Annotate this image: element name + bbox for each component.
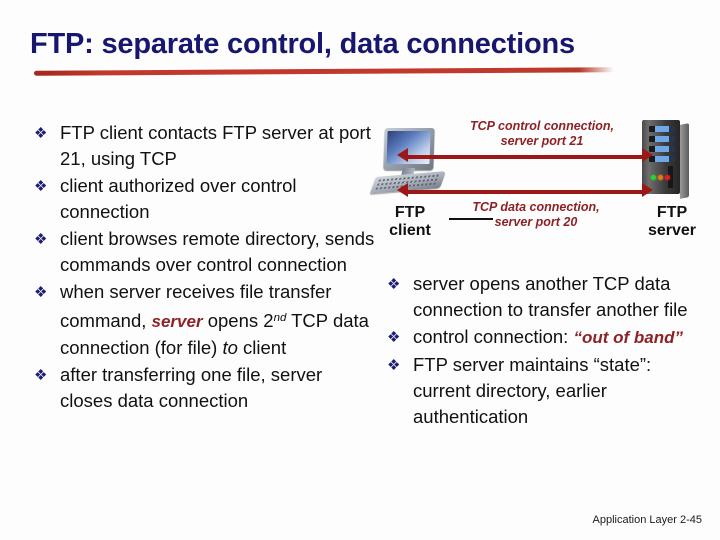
left-bullet-text-part: opens 2 xyxy=(202,309,274,331)
left-bullet-item: ❖ when server receives file transfer comm… xyxy=(30,279,378,361)
arrow-head-right-data xyxy=(642,183,653,197)
right-bullet-text-part: control connection: xyxy=(413,326,574,347)
left-bullet-text: FTP client contacts FTP server at port 2… xyxy=(60,122,371,169)
control-connection-arrow xyxy=(408,155,644,159)
left-bullet-text: after transferring one file, server clos… xyxy=(60,364,322,411)
data-connection-label-line2: server port 20 xyxy=(494,215,578,229)
slide-footer: Application Layer 2-45 xyxy=(592,514,702,526)
server-drive-bay xyxy=(649,146,675,152)
bullet-diamond-icon: ❖ xyxy=(34,231,48,248)
ftp-client-label-line1: FTP xyxy=(394,204,426,221)
right-bullet-text-part: FTP server maintains “state”: current di… xyxy=(413,354,652,427)
arrow-head-right-control xyxy=(642,148,653,162)
monitor-frame xyxy=(383,128,435,170)
monitor-screen xyxy=(386,131,431,164)
left-bullet-text: client browses remote directory, sends c… xyxy=(60,228,374,275)
left-bullet-text: client authorized over control connectio… xyxy=(60,175,297,222)
ftp-server-label-line2: server xyxy=(647,222,697,239)
left-bullet-text: when server receives file transfer comma… xyxy=(60,281,369,358)
left-bullet-text-part: client authorized over control connectio… xyxy=(60,175,297,222)
bullet-diamond-icon: ❖ xyxy=(34,125,48,142)
left-bullet-list: ❖ FTP client contacts FTP server at port … xyxy=(30,120,378,415)
right-bullet-text-part: “out of band” xyxy=(573,328,683,347)
bullet-diamond-icon: ❖ xyxy=(387,357,401,374)
left-bullet-text-part: client browses remote directory, sends c… xyxy=(60,228,375,275)
server-chassis xyxy=(642,120,680,194)
data-connection-label: TCP data connection, server port 20 xyxy=(436,200,636,230)
left-bullet-item: ❖ client browses remote directory, sends … xyxy=(30,226,378,278)
bullet-diamond-icon: ❖ xyxy=(34,178,48,195)
right-bullet-text: FTP server maintains “state”: current di… xyxy=(413,354,651,427)
left-bullet-item: ❖ after transferring one file, server clo… xyxy=(30,362,378,414)
arrow-head-left-data xyxy=(397,183,408,197)
ftp-client-label-line2: client xyxy=(389,222,431,239)
left-bullet-text-part: FTP client contacts FTP server at port 2… xyxy=(60,122,371,169)
control-connection-label: TCP control connection, server port 21 xyxy=(442,119,642,149)
right-bullet-item: ❖ FTP server maintains “state”: current d… xyxy=(383,352,688,430)
arrow-head-left-control xyxy=(397,148,408,162)
title-underline-rule xyxy=(33,67,615,76)
left-bullet-text-part: client xyxy=(237,336,287,358)
left-bullet-text-part: when server receives file transfer comma… xyxy=(60,281,332,331)
status-led-green xyxy=(651,175,656,180)
server-drive-bay xyxy=(649,156,675,162)
data-label-underline-rule xyxy=(449,218,493,220)
data-connection-arrow xyxy=(408,190,644,194)
ftp-server-label: FTP server xyxy=(634,204,710,240)
left-bullet-item: ❖ client authorized over control connecti… xyxy=(30,173,378,225)
bullet-diamond-icon: ❖ xyxy=(387,329,401,346)
bullet-diamond-icon: ❖ xyxy=(387,276,401,293)
server-drive-bay xyxy=(649,126,675,132)
bullet-diamond-icon: ❖ xyxy=(34,284,48,301)
control-connection-label-line2: server port 21 xyxy=(500,134,584,148)
bullet-diamond-icon: ❖ xyxy=(34,366,48,384)
data-connection-label-line1: TCP data connection, xyxy=(472,200,600,214)
right-bullet-text-part: server opens another TCP data connection… xyxy=(413,273,688,320)
right-bullet-item: ❖ server opens another TCP data connectio… xyxy=(383,271,688,323)
ftp-server-label-line1: FTP xyxy=(656,204,688,221)
control-connection-label-line1: TCP control connection, xyxy=(470,119,614,133)
server-drive-bay xyxy=(649,136,675,142)
left-bullet-text-part: to xyxy=(222,336,238,358)
right-bullet-item: ❖ control connection: “out of band” xyxy=(383,324,688,351)
left-bullet-text-part: after transferring one file, server clos… xyxy=(60,363,323,411)
right-bullet-text: control connection: “out of band” xyxy=(413,326,683,347)
left-bullet-item: ❖ FTP client contacts FTP server at port … xyxy=(30,120,378,172)
left-bullet-text-part: TCP data connection (for file) xyxy=(60,309,369,358)
page-title: FTP: separate control, data connections xyxy=(30,28,575,60)
ftp-connection-diagram: TCP control connection, server port 21 T… xyxy=(369,112,710,252)
ftp-client-label: FTP client xyxy=(372,204,448,240)
status-led-red xyxy=(665,175,670,180)
left-bullet-text-part: nd xyxy=(273,312,287,324)
right-bullet-text: server opens another TCP data connection… xyxy=(413,273,688,320)
server-vent-slot xyxy=(668,166,673,188)
server-tower-icon xyxy=(638,120,694,202)
right-bullet-list: ❖ server opens another TCP data connectio… xyxy=(383,271,688,431)
status-led-orange xyxy=(658,175,663,180)
left-bullet-text-part: server xyxy=(151,311,203,331)
server-side-panel xyxy=(680,123,689,199)
